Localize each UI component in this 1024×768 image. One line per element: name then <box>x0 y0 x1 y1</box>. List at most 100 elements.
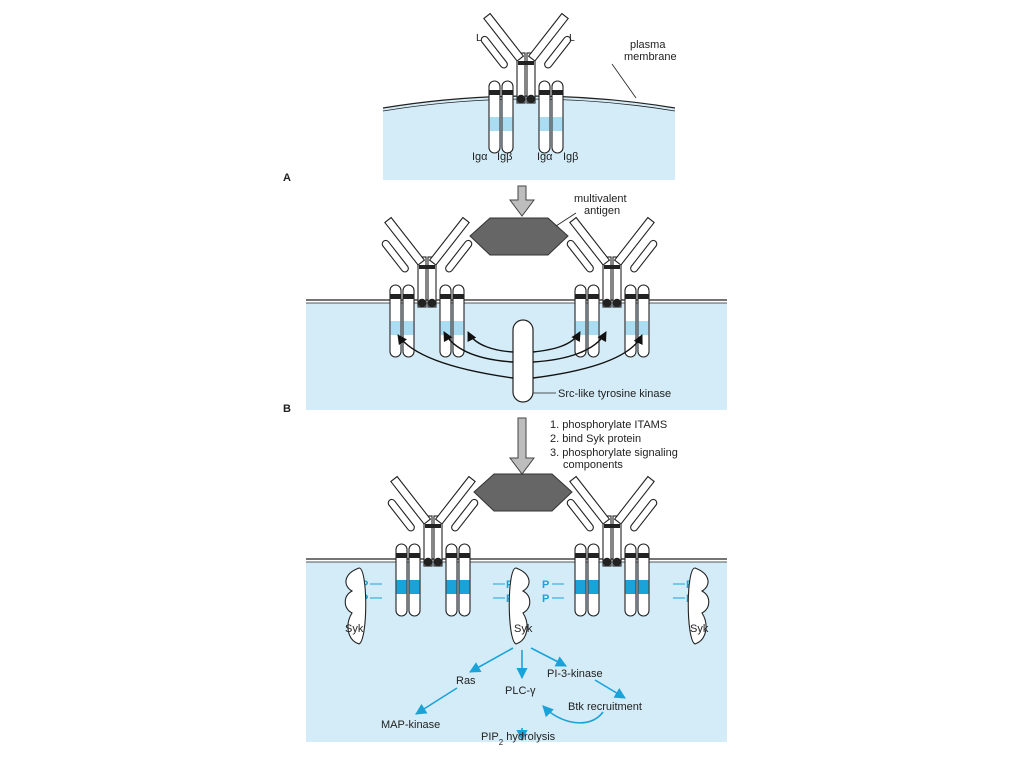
membrane-anchor <box>612 557 622 567</box>
syk-label-left: Syk <box>345 623 364 635</box>
membrane-label: membrane <box>624 51 677 63</box>
btk-recruitment-label: Btk recruitment <box>568 701 642 713</box>
itam-motif <box>638 321 649 335</box>
panel-b: multivalent antigen Src-like tyrosine ki… <box>283 193 727 415</box>
disulfide-bond <box>625 553 636 558</box>
multivalent-antigen-c <box>473 473 573 512</box>
ligand-right-label: L <box>569 32 575 44</box>
membrane-anchor <box>423 557 433 567</box>
receptor-complex-b-right <box>566 216 658 358</box>
itam-motif <box>459 580 470 594</box>
disulfide-bond <box>489 90 500 95</box>
chain-label-ig-beta-1: Igβ <box>497 151 513 163</box>
syk-label-center: Syk <box>514 623 533 635</box>
fab-arm <box>434 475 476 525</box>
itam-motif <box>575 580 586 594</box>
src-kinase <box>512 319 534 403</box>
membrane-anchor <box>417 298 427 308</box>
signaling-arrows <box>415 647 626 742</box>
itam-motif <box>575 321 586 335</box>
receptor-complex-a <box>480 12 572 154</box>
membrane-anchor <box>433 557 443 567</box>
disulfide-bond <box>396 553 407 558</box>
light-chain <box>630 498 658 532</box>
syk-protein-center <box>508 567 531 645</box>
light-chain <box>480 35 508 69</box>
transition-arrow-1 <box>509 185 535 217</box>
syk-label-right: Syk <box>690 623 709 635</box>
hinge-bond <box>425 524 441 528</box>
receptor-complex-c-right <box>566 475 658 617</box>
disulfide-bond <box>502 90 513 95</box>
chain-label-ig-alpha-1: Igα <box>472 151 488 163</box>
hinge-bond <box>419 265 435 269</box>
receptor-complex-b-left <box>381 216 473 358</box>
membrane-anchor <box>427 298 437 308</box>
itam-motif <box>489 117 500 131</box>
light-chain <box>381 239 409 273</box>
antigen-label-1: multivalent <box>574 193 627 205</box>
plc-gamma-label: PLC-γ <box>505 685 536 697</box>
light-chain <box>566 239 594 273</box>
src-kinase-label: Src-like tyrosine kinase <box>558 388 671 400</box>
ligand-left-label: L <box>476 32 482 44</box>
fab-arm <box>569 475 611 525</box>
light-chain <box>566 498 594 532</box>
syk-protein-right <box>687 567 710 645</box>
fab-arm <box>527 12 569 62</box>
transition-arrow-2 <box>509 417 535 475</box>
disulfide-bond <box>638 553 649 558</box>
step-1: 1. phosphorylate ITAMS <box>550 419 667 431</box>
itam-motif <box>625 580 636 594</box>
fab-arm <box>613 216 655 266</box>
fab-arm <box>384 216 426 266</box>
disulfide-bond <box>638 294 649 299</box>
disulfide-bond <box>552 90 563 95</box>
itam-motif <box>403 321 414 335</box>
phosphate-tags <box>370 583 685 599</box>
phospho-6: P <box>542 593 549 605</box>
multivalent-antigen-b <box>469 217 569 256</box>
step-3: 3. phosphorylate signaling <box>550 447 678 459</box>
membrane-anchor <box>526 94 536 104</box>
step-3-continued: components <box>563 459 623 471</box>
disulfide-bond <box>588 553 599 558</box>
chain-label-ig-alpha-2: Igα <box>537 151 553 163</box>
hinge-bond <box>604 265 620 269</box>
itam-motif <box>390 321 401 335</box>
panel-letter-b: B <box>283 403 291 415</box>
pi3-kinase-label: PI-3-kinase <box>547 668 603 680</box>
itam-motif <box>638 580 649 594</box>
process-steps: 1. phosphorylate ITAMS 2. bind Syk prote… <box>550 419 678 471</box>
chain-label-ig-beta-2: Igβ <box>563 151 579 163</box>
disulfide-bond <box>446 553 457 558</box>
disulfide-bond <box>575 294 586 299</box>
step-2: 2. bind Syk protein <box>550 433 641 445</box>
hinge-bond <box>604 524 620 528</box>
panel-letter-a: A <box>283 172 291 184</box>
itam-motif <box>552 117 563 131</box>
phospho-5: P <box>542 579 549 591</box>
itam-motif <box>440 321 451 335</box>
itam-motif <box>588 321 599 335</box>
itam-motif <box>446 580 457 594</box>
itam-motif <box>539 117 550 131</box>
map-kinase-label: MAP-kinase <box>381 719 440 731</box>
light-chain <box>387 498 415 532</box>
disulfide-bond <box>459 553 470 558</box>
light-chain <box>445 239 473 273</box>
panel-a: L L plasma membrane Igα Igβ Igα Igβ A <box>283 12 677 184</box>
disulfide-bond <box>390 294 401 299</box>
membrane-anchor <box>612 298 622 308</box>
itam-motif <box>453 321 464 335</box>
kinase-activation-arrows <box>397 331 643 379</box>
fab-arm <box>428 216 470 266</box>
disulfide-bond <box>403 294 414 299</box>
disulfide-bond <box>453 294 464 299</box>
itam-motif <box>396 580 407 594</box>
fab-arm <box>483 12 525 62</box>
light-chain <box>451 498 479 532</box>
fab-arm <box>569 216 611 266</box>
disulfide-bond <box>575 553 586 558</box>
